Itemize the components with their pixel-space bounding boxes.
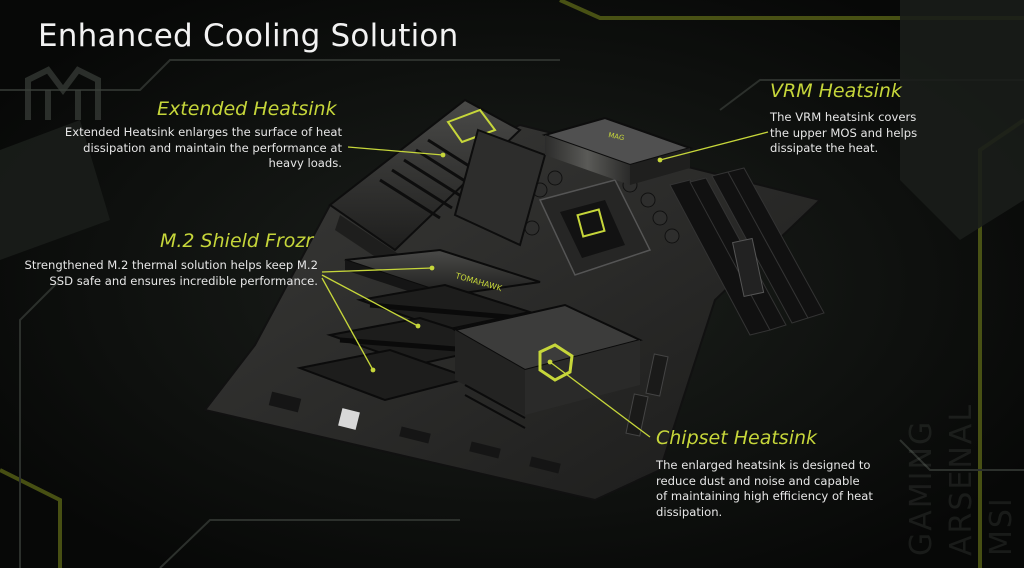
chipset-heatsink-title: Chipset Heatsink (656, 427, 818, 449)
description-line: The enlarged heatsink is designed to (656, 458, 871, 472)
leader-dot (415, 323, 421, 329)
leader-dot (657, 157, 663, 163)
page-title: Enhanced Cooling Solution (38, 18, 459, 54)
vrm-heatsink: MAG (541, 116, 694, 185)
svg-text:MAG: MAG (608, 131, 625, 142)
leader-dot (370, 367, 376, 373)
description-line: reduce dust and noise and capable (656, 473, 860, 488)
leader-dot (547, 359, 553, 365)
description-line: The VRM heatsink covers (770, 110, 917, 124)
bottom-headers (268, 391, 561, 474)
chipset-heatsink (452, 303, 643, 429)
leader-line (321, 267, 433, 273)
leader-lines (321, 131, 769, 438)
extended-heatsink-title: Extended Heatsink (157, 98, 337, 120)
extended-heatsink-description: Extended Heatsink enlarges the surface o… (20, 125, 342, 172)
description-line: the upper MOS and helps (770, 125, 918, 140)
leader-line (659, 131, 769, 161)
m2-shield-description: Strengthened M.2 thermal solution helps … (0, 258, 318, 289)
cpu-socket (538, 179, 652, 276)
leader-line (549, 361, 651, 438)
chipset-heatsink-description: The enlarged heatsink is designed to red… (656, 458, 916, 520)
vrm-heatsink-description: The VRM heatsink covers the upper MOS an… (770, 110, 970, 157)
dragon-logo-icon (25, 66, 101, 120)
leader-dot (429, 265, 435, 271)
description-line: heavy loads. (268, 156, 343, 170)
description-line: Strengthened M.2 thermal solution helps … (24, 258, 318, 272)
m2-shield-title: M.2 Shield Frozr (160, 230, 314, 252)
leader-line (347, 146, 444, 156)
description-line: SSD safe and ensures incredible performa… (49, 273, 318, 288)
leader-dot (440, 152, 446, 158)
leader-line (321, 277, 374, 371)
description-line: dissipation and maintain the performance… (83, 140, 342, 155)
sata-ports (625, 353, 669, 437)
vrm-heatsink-title: VRM Heatsink (770, 80, 902, 102)
description-line: Extended Heatsink enlarges the surface o… (64, 125, 342, 139)
description-line: dissipation. (656, 504, 723, 519)
leader-line (321, 274, 419, 327)
description-line: of maintaining high efficiency of heat (656, 489, 873, 503)
description-line: dissipate the heat. (770, 141, 879, 155)
extended-heatsink (328, 98, 547, 270)
